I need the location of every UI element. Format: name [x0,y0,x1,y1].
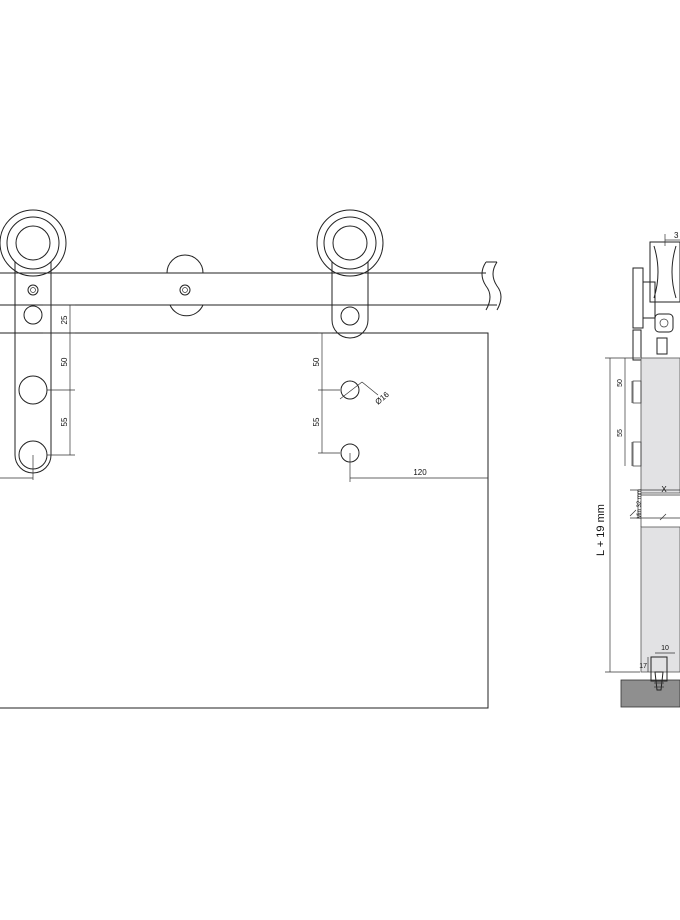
left-wheel-outer [0,209,67,277]
side-view: 3 10 17 [595,231,680,708]
left-dimensions: 25 50 55 [0,304,75,480]
center-support [166,254,204,317]
dim-hole-diameter: Ø16 [374,390,392,407]
dim-min-32: Min 32 mm [637,489,643,519]
front-view: 25 50 55 50 55 Ø16 120 [0,209,502,709]
side-door-panel [629,357,680,673]
rail [0,261,502,334]
door-panel [0,332,489,709]
right-roller-hanger [316,209,384,339]
side-wheel-assembly: 3 [632,231,680,361]
right-strap [331,262,369,339]
right-wheel-outer [316,209,384,277]
right-dimensions: 50 55 Ø16 120 [312,332,488,482]
dim-10: 10 [661,645,669,652]
dim-120: 120 [413,468,427,477]
dim-55-right: 55 [312,417,321,426]
dim-17: 17 [639,663,647,670]
rail-break-mark [481,261,491,311]
dim-side-50: 50 [617,379,624,387]
side-dimensions: L + 19 mm 50 55 Min 32 mm X [595,357,680,673]
dim-50-right: 50 [312,357,321,366]
dim-55-left: 55 [60,417,69,426]
door-holes [340,380,360,463]
floor-guide: 10 17 [620,645,680,708]
dim-height: L + 19 mm [595,504,607,556]
dim-50-left: 50 [60,357,69,366]
dim-side-55: 55 [617,429,624,437]
dim-25: 25 [60,315,69,324]
dim-side-top: 3 [674,231,679,240]
dim-x: X [661,485,667,494]
left-roller-hanger [0,209,67,474]
